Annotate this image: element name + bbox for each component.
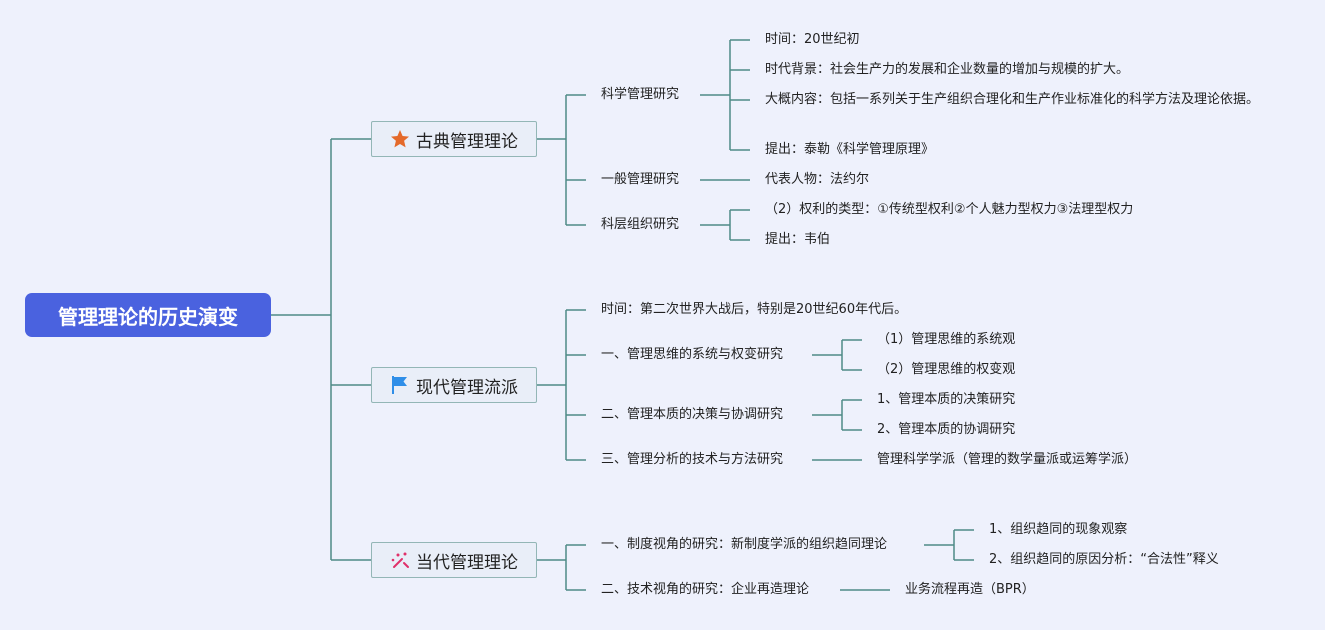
connector xyxy=(536,309,586,461)
detail-bpr[interactable]: 业务流程再造（BPR） xyxy=(905,582,1035,597)
flag-icon xyxy=(390,375,410,395)
connector xyxy=(700,39,750,151)
topic-scientific-management[interactable]: 科学管理研究 xyxy=(601,87,680,102)
star-icon xyxy=(390,129,410,149)
connector xyxy=(812,339,862,371)
detail-proposer-weber[interactable]: 提出：韦伯 xyxy=(765,232,831,247)
topic-technical-reengineering[interactable]: 二、技术视角的研究：企业再造理论 xyxy=(601,582,810,597)
category-label: 现代管理流派 xyxy=(416,377,518,398)
detail-fayol[interactable]: 代表人物：法约尔 xyxy=(765,172,870,187)
root-node[interactable]: 管理理论的历史演变 xyxy=(25,293,271,337)
sparkle-icon xyxy=(390,550,410,570)
connector xyxy=(700,209,750,241)
detail-isomorphism-observation[interactable]: 1、组织趋同的现象观察 xyxy=(989,522,1128,537)
category-contemporary[interactable]: 当代管理理论 xyxy=(371,542,537,578)
category-modern[interactable]: 现代管理流派 xyxy=(371,367,537,403)
topic-techniques-methods[interactable]: 三、管理分析的技术与方法研究 xyxy=(601,452,784,467)
detail-content[interactable]: 大概内容：包括一系列关于生产组织合理化和生产作业标准化的科学方法及理论依据。 xyxy=(765,92,1260,107)
detail-time[interactable]: 时间：20世纪初 xyxy=(765,32,860,47)
connector xyxy=(536,94,586,226)
topic-decision-coordination[interactable]: 二、管理本质的决策与协调研究 xyxy=(601,407,784,422)
topic-bureaucracy[interactable]: 科层组织研究 xyxy=(601,217,680,232)
detail-decision[interactable]: 1、管理本质的决策研究 xyxy=(877,392,1016,407)
connector xyxy=(536,544,586,591)
topic-general-management[interactable]: 一般管理研究 xyxy=(601,172,680,187)
category-label: 古典管理理论 xyxy=(416,131,518,152)
topic-systems-contingency[interactable]: 一、管理思维的系统与权变研究 xyxy=(601,347,784,362)
category-label: 当代管理理论 xyxy=(416,552,518,573)
detail-contingency-view[interactable]: （2）管理思维的权变观 xyxy=(877,362,1016,377)
connector xyxy=(271,138,371,561)
detail-background[interactable]: 时代背景：社会生产力的发展和企业数量的增加与规模的扩大。 xyxy=(765,62,1130,77)
topic-institutional[interactable]: 一、制度视角的研究：新制度学派的组织趋同理论 xyxy=(601,537,888,552)
detail-proposer-taylor[interactable]: 提出：泰勒《科学管理原理》 xyxy=(765,142,935,157)
detail-authority-types[interactable]: （2）权利的类型：①传统型权利②个人魅力型权力③法理型权力 xyxy=(765,202,1134,217)
topic-time-postwar[interactable]: 时间：第二次世界大战后，特别是20世纪60年代后。 xyxy=(601,302,908,317)
detail-systems-view[interactable]: （1）管理思维的系统观 xyxy=(877,332,1016,347)
category-classical[interactable]: 古典管理理论 xyxy=(371,121,537,157)
detail-isomorphism-cause[interactable]: 2、组织趋同的原因分析：“合法性”释义 xyxy=(989,552,1219,567)
connector xyxy=(924,529,974,561)
connector xyxy=(812,399,862,431)
detail-management-science[interactable]: 管理科学学派（管理的数学量派或运筹学派） xyxy=(877,452,1138,467)
detail-coordination[interactable]: 2、管理本质的协调研究 xyxy=(877,422,1016,437)
